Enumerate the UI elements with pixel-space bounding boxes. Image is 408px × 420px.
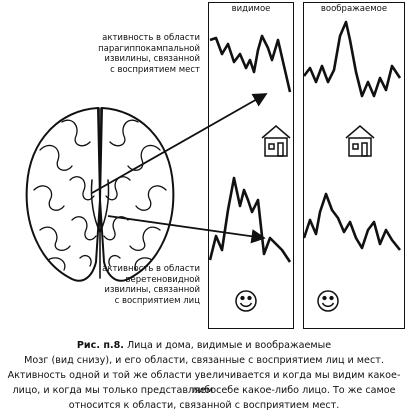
arrow-place-area [91,93,268,194]
place-area-annotation: активность в области парагиппокампальной… [42,33,200,75]
imagined-face-icon [317,290,339,312]
imagined-place-activity-trace [302,20,402,98]
seen-panel: видимое [208,2,294,329]
face-annotation-line: веретеновидной [125,274,201,285]
figure-title: Лица и дома, видимые и воображаемые [123,340,332,351]
place-annotation-line: извилины, связанной [104,54,200,65]
seen-panel-label: видимое [231,4,271,14]
face-annotation-line: активность в области [102,264,200,274]
place-annotation-line: с восприятием мест [110,64,200,75]
place-annotation-line: активность в области [102,33,200,43]
figure-caption-line: Мозг (вид снизу), и его области, связанн… [24,355,384,366]
figure-caption-line: Активность одной и той же области увелич… [7,370,401,397]
face-area-annotation: активность в области веретеновидной изви… [42,264,200,306]
seen-house-icon [261,125,291,157]
face-annotation-line: извилины, связанной [104,285,200,296]
imagined-face-activity-trace [302,192,402,251]
imagined-house-icon [345,125,375,157]
figure-caption-title: Рис. п.8. Лица и дома, видимые и воображ… [0,338,408,353]
brain-illustration [25,106,175,282]
figure-number: Рис. п.8. [76,340,124,351]
seen-place-activity-trace [209,34,292,93]
figure-caption-line: относится к области, связанной с восприя… [68,400,340,411]
seen-face-icon [235,290,257,312]
figure-caption-line: лицо, и когда мы только представляем себ… [12,385,396,396]
seen-face-activity-trace [208,176,292,263]
arrow-face-area [107,215,266,244]
imagined-panel-label: воображаемое [320,4,388,14]
face-annotation-line: с восприятием лиц [114,295,200,306]
place-annotation-line: парагиппокампальной [98,43,200,54]
